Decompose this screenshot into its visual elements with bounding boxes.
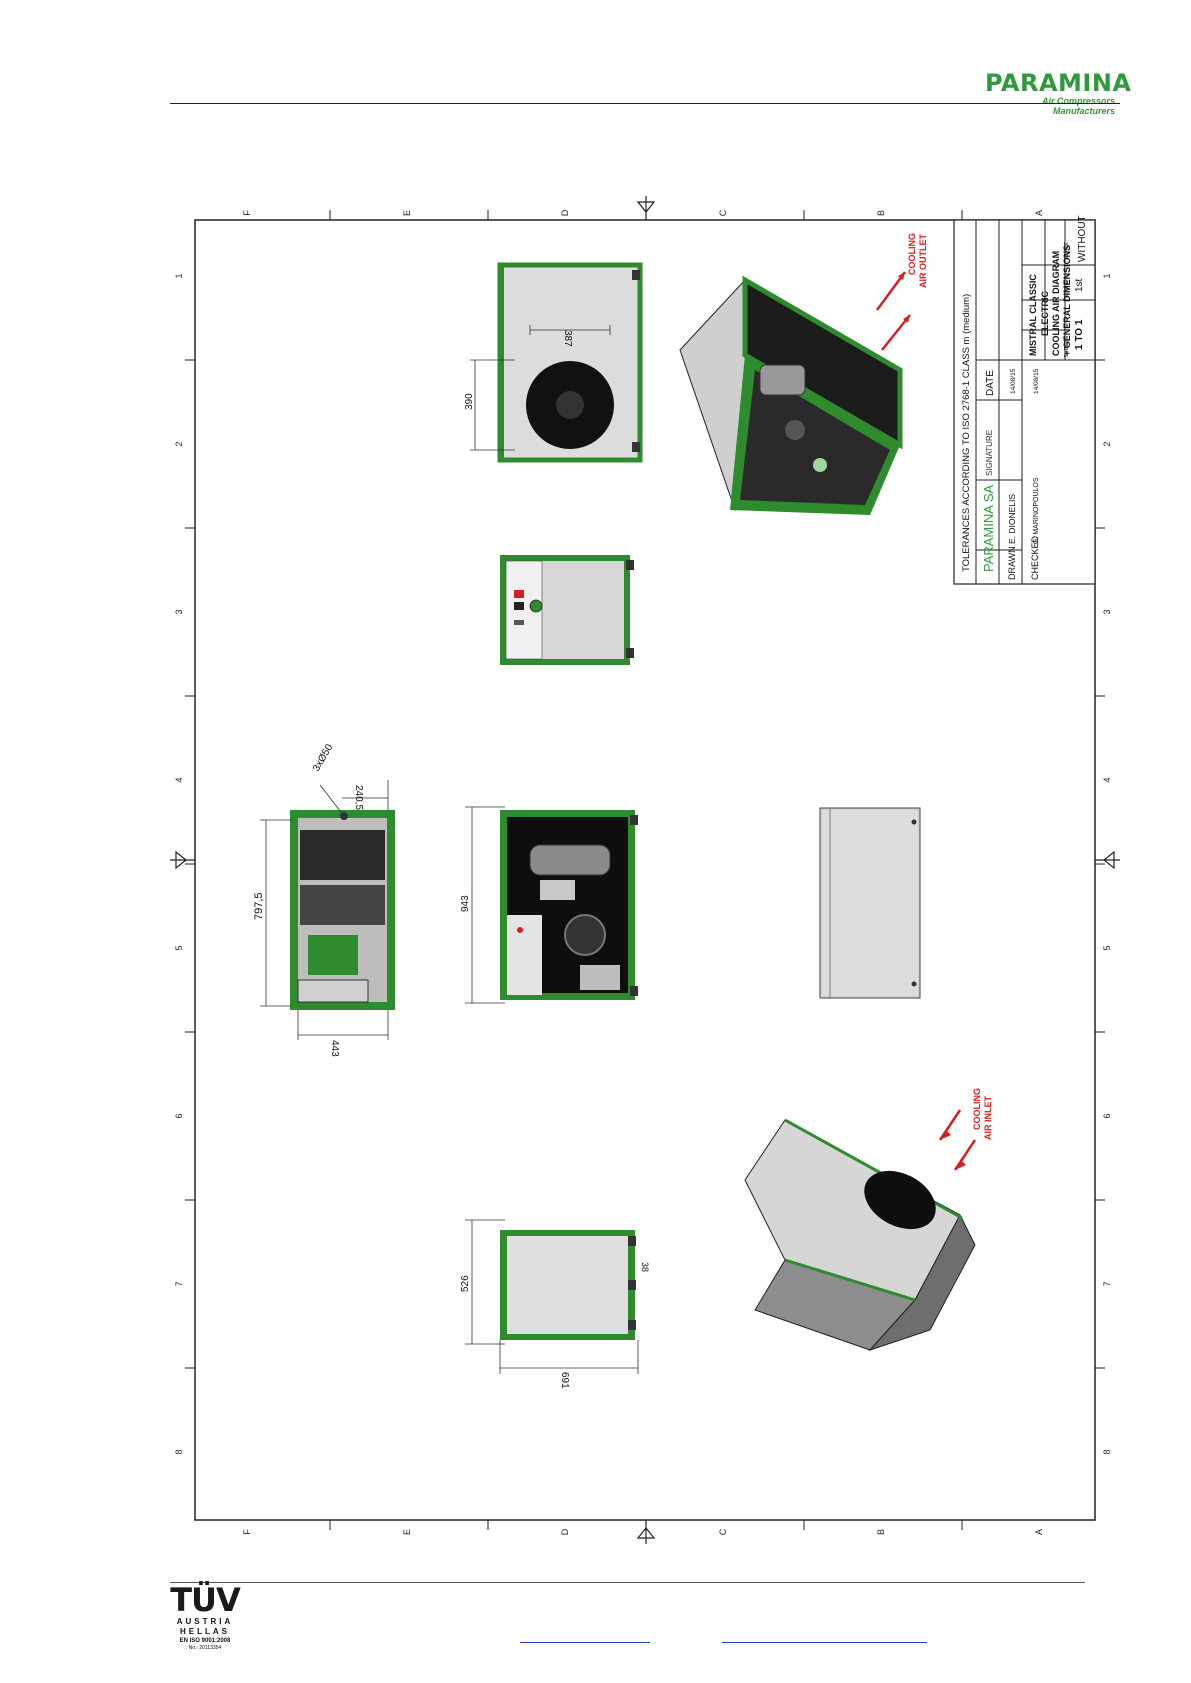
technical-drawing: F E D C B A F E D C B A 1 2 3 4 5 6 7 8 … <box>170 196 1120 1544</box>
row-number-right: 5 <box>1102 945 1112 950</box>
row-number-left: 6 <box>174 1113 184 1118</box>
internal-view: 943 <box>460 806 638 1004</box>
checked-label: CHECKED <box>1030 535 1040 580</box>
row-number-left: 4 <box>174 777 184 782</box>
row-number-left: 2 <box>174 441 184 446</box>
sheet-label: SHEET <box>1064 339 1070 358</box>
inlet-label-1: COOLING <box>972 1088 982 1130</box>
col-letter-top: A <box>1034 210 1044 216</box>
footer-rule <box>170 1582 1085 1583</box>
col-letter-bottom: E <box>402 1529 412 1535</box>
checked-name: G. MARINOPOULOS <box>1033 477 1040 544</box>
tuv-cert-number: No.: 20113354 <box>188 1645 222 1651</box>
row-number-right: 2 <box>1102 441 1112 446</box>
dim-side-holes: 3xØ50 <box>311 742 335 773</box>
sheet-value: 1 TO 1 <box>1074 319 1085 350</box>
logo-name: PARAMINA <box>985 69 1132 97</box>
iso-view-inlet: COOLING AIR INLET <box>744 1088 993 1352</box>
checked-date: 14/08/15 <box>1033 368 1040 394</box>
sheet-border <box>194 219 1096 1521</box>
signature-label: SIGNATURE <box>985 430 994 476</box>
row-number-left: 5 <box>174 945 184 950</box>
col-letter-top: D <box>560 209 570 216</box>
col-letter-bottom: A <box>1034 1529 1044 1535</box>
dim-rear-height: 526 <box>460 1275 471 1292</box>
dim-rear-width: 691 <box>559 1372 570 1389</box>
title-line-4: + GENERAL DIMENSIONS <box>1062 245 1072 356</box>
row-number-right: 1 <box>1102 273 1112 278</box>
scale-label: SCALE <box>1064 242 1070 260</box>
dim-side-offset: 240,5 <box>353 785 364 810</box>
tolerances-note: TOLERANCES ACCORDING TO ISO 2768-1 CLASS… <box>961 294 972 572</box>
plain-panel-view <box>819 807 921 999</box>
row-number-left: 3 <box>174 609 184 614</box>
row-number-left: 7 <box>174 1281 184 1286</box>
row-number-left: 8 <box>174 1449 184 1454</box>
dim-grille-width: 387 <box>562 330 573 347</box>
outlet-label-2: AIR OUTLET <box>918 234 928 288</box>
dim-frame-height: 943 <box>460 895 471 912</box>
header-rule <box>170 103 1120 104</box>
date-label: DATE <box>985 370 996 396</box>
drawn-name: E. DIONELIS <box>1007 494 1017 544</box>
front-view-fan: 390 387 <box>464 262 643 463</box>
tuv-country-line-2: HELLAS <box>180 1627 230 1636</box>
col-letter-bottom: C <box>718 1528 728 1535</box>
dim-rear-offset: 38 <box>640 1262 650 1272</box>
drawn-label: DRAWN <box>1007 546 1017 580</box>
control-panel-view <box>500 555 634 665</box>
footer-link-2[interactable] <box>722 1642 927 1643</box>
row-number-left: 1 <box>174 273 184 278</box>
row-number-right: 7 <box>1102 1281 1112 1286</box>
col-letter-bottom: F <box>242 1529 252 1535</box>
row-number-right: 4 <box>1102 777 1112 782</box>
centering-markers <box>170 196 1120 1544</box>
paramina-logo: PARAMINA Air Compressors Manufacturers <box>985 69 1132 116</box>
company-name: PARAMINA SA <box>981 484 996 572</box>
tuv-iso-standard: EN ISO 9001:2008 <box>179 1638 231 1644</box>
tuv-country-line: AUSTRIA <box>176 1617 234 1626</box>
dim-front-height: 390 <box>464 393 475 410</box>
tuv-certification-badge: TÜV AUSTRIA HELLAS EN ISO 9001:2008 No.:… <box>170 1581 241 1652</box>
col-letter-top: B <box>876 210 886 216</box>
col-letter-top: F <box>242 210 252 216</box>
dim-side-height: 797,5 <box>253 892 265 920</box>
outlet-label-1: COOLING <box>907 233 917 275</box>
inlet-label-2: AIR INLET <box>983 1095 993 1140</box>
dim-side-width: 443 <box>329 1040 340 1057</box>
rear-view: 526 691 38 <box>460 1219 650 1389</box>
zone-ticks <box>185 210 1105 1530</box>
title-line-3: COOLING AIR DIAGRAM <box>1051 251 1061 356</box>
col-letter-bottom: B <box>876 1529 886 1535</box>
scale-value: WITHOUT <box>1077 215 1088 262</box>
title-block: TOLERANCES ACCORDING TO ISO 2768-1 CLASS… <box>953 215 1096 585</box>
col-letter-bottom: D <box>560 1528 570 1535</box>
title-line-1: MISTRAL CLASSIC <box>1028 274 1038 356</box>
footer-link-1[interactable] <box>520 1642 650 1643</box>
drawn-date: 14/08/15 <box>1010 368 1017 394</box>
tuv-mark: TÜV <box>170 1581 241 1619</box>
edition-value: 1st <box>1074 278 1085 292</box>
row-number-right: 3 <box>1102 609 1112 614</box>
side-view: 797,5 443 240,5 3xØ50 <box>253 742 395 1057</box>
iso-view-outlet: COOLING AIR OUTLET <box>679 233 928 515</box>
col-letter-top: E <box>402 210 412 216</box>
edition-label: EDITION <box>1064 276 1070 298</box>
logo-tagline: Air Compressors Manufacturers <box>1041 96 1115 116</box>
col-letter-top: C <box>718 209 728 216</box>
row-number-right: 6 <box>1102 1113 1112 1118</box>
title-line-2: ELECTRIC <box>1040 290 1050 336</box>
row-number-right: 8 <box>1102 1449 1112 1454</box>
